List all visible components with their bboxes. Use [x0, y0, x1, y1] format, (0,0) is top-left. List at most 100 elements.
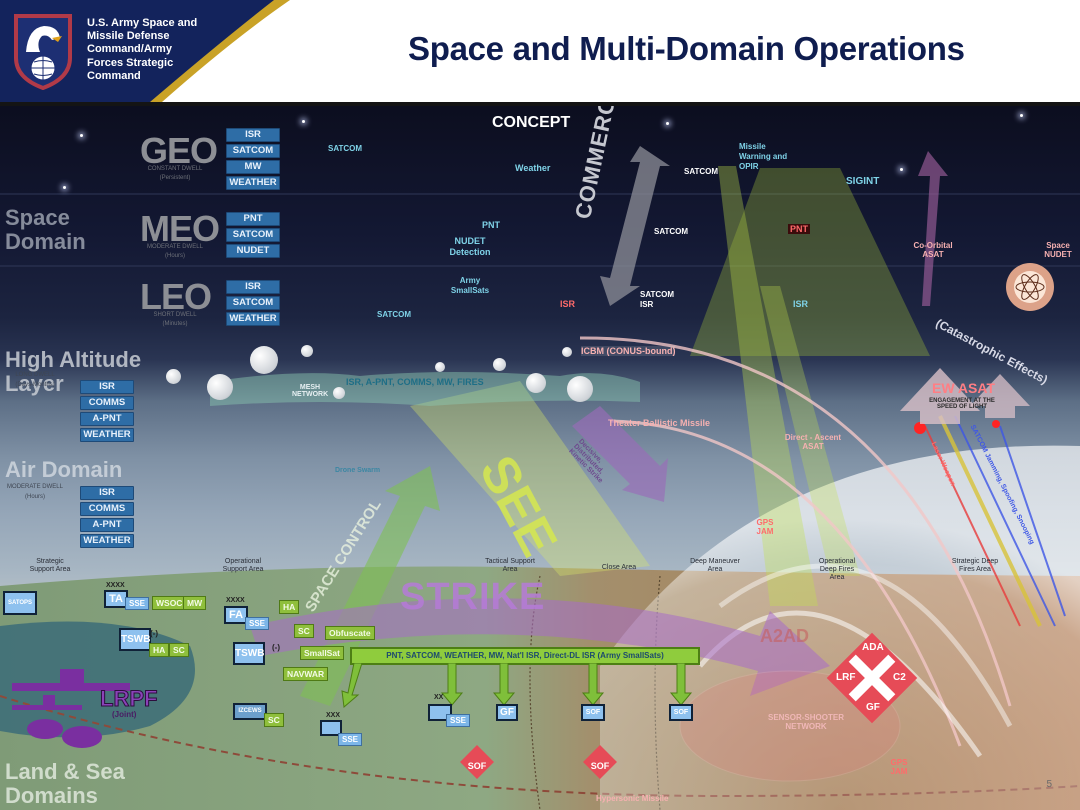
label-theater-ballistic-missile: Theater Ballistic Missile — [608, 418, 711, 428]
support-arrows — [341, 663, 693, 708]
capability-tag: WEATHER — [226, 176, 280, 190]
label-strike: STRIKE — [400, 576, 546, 618]
label-nudet: NUDET Detection — [449, 236, 491, 257]
label-hal-capabilities: ISR, A-PNT, COMMS, MW, FIRES — [346, 377, 484, 387]
label-hypersonic-missile: Hypersonic Missile — [596, 794, 669, 803]
capability-tag: ISR — [80, 486, 134, 500]
orbit-geo-note: (Persistent) — [159, 175, 191, 181]
organization-name: U.S. Army Space and Missile Defense Comm… — [87, 17, 198, 82]
hal-dwell: LONG DWELL — [15, 372, 55, 378]
air-note: (Hours) — [24, 494, 45, 500]
capability-tag: SATCOM — [226, 144, 280, 158]
label-satcom-geo-right: SATCOM — [684, 167, 719, 176]
area-strategic-support: Strategic Support Area — [29, 558, 71, 573]
support-capabilities-bar: PNT, SATCOM, WEATHER, MW, Nat'l ISR, Dir… — [350, 647, 700, 665]
balloon-icon — [301, 345, 313, 357]
tag-obfuscate: Obfuscate — [325, 626, 375, 640]
label-pnt: PNT — [482, 220, 500, 230]
tag-sc: SC — [294, 624, 314, 638]
domain-space: Space Domain — [5, 205, 86, 254]
unit-izcews: IZCEWS — [233, 703, 267, 720]
label-co-orbital-asat: Co-Orbital ASAT — [913, 241, 953, 259]
star-icon — [900, 168, 903, 171]
capability-tag: ISR — [80, 380, 134, 394]
tswb-modifier: (-) — [150, 629, 158, 638]
capability-tag: SATCOM — [226, 228, 280, 242]
capability-tag: MW — [226, 160, 280, 174]
page-number: 5 — [1046, 779, 1052, 790]
label-a2ad: A2AD — [760, 626, 810, 646]
domain-land-sea: Land & Sea Domains — [5, 759, 125, 808]
tag-ha: HA — [279, 600, 300, 614]
orbit-leo-dwell: SHORT DWELL — [153, 312, 197, 318]
leo-capabilities: ISR SATCOM WEATHER — [226, 280, 280, 326]
label-lrpf: LRPF — [99, 686, 158, 712]
tag-smallsat: SmallSat — [300, 646, 344, 660]
balloon-icon — [435, 362, 445, 372]
tag-ha: HA — [149, 643, 170, 657]
eagle-shield-logo-icon — [14, 14, 72, 90]
unit-satops: SATOPS — [3, 591, 37, 615]
tag-sse: SSE — [338, 733, 363, 746]
orbit-geo: GEO — [140, 130, 218, 171]
capability-tag: COMMS — [80, 396, 134, 410]
unit-gf: GF — [496, 704, 518, 721]
label-adversary-pnt: PNT — [788, 224, 810, 234]
label-direct-ascent-asat: Direct - Ascent ASAT — [784, 433, 842, 451]
threat-lrf: LRF — [836, 672, 856, 683]
area-strategic-deep-fires: Strategic Deep Fires Area — [951, 558, 999, 573]
unit-sof: SOF — [669, 704, 693, 721]
geo-capabilities: ISR SATCOM MW WEATHER — [226, 128, 280, 190]
ta-echelon: XXXX — [106, 582, 125, 589]
capability-tag: WEATHER — [226, 312, 280, 326]
capability-tag: NUDET — [226, 244, 280, 258]
star-icon — [80, 134, 83, 137]
unit-corps — [320, 720, 342, 736]
orbit-geo-dwell: CONSTANT DWELL — [147, 166, 203, 172]
tag-mw: MW — [183, 596, 207, 610]
balloon-icon — [166, 369, 181, 384]
tag-sc: SC — [264, 713, 284, 727]
balloon-icon — [493, 358, 506, 371]
balloon-icon — [562, 347, 572, 357]
hal-capabilities: ISR COMMS A-PNT WEATHER — [80, 380, 134, 442]
capability-tag: ISR — [226, 128, 280, 142]
star-icon — [302, 120, 305, 123]
balloon-icon — [250, 346, 278, 374]
capability-tag: SATCOM — [226, 296, 280, 310]
hal-note: (Days-Months) — [15, 382, 55, 388]
balloon-icon — [207, 374, 233, 400]
capability-tag: ISR — [226, 280, 280, 294]
domain-high-altitude: High Altitude Layer — [5, 347, 142, 396]
label-missile-warning: Missile Warning and OPIR — [739, 142, 788, 171]
tag-sc: SC — [169, 643, 189, 657]
label-leo-satcom: SATCOM — [377, 310, 412, 319]
domain-air: Air Domain — [5, 457, 123, 482]
orbit-meo-note: (Hours) — [164, 253, 185, 259]
div-echelon: XX — [434, 694, 444, 701]
capability-tag: WEATHER — [80, 534, 134, 548]
capability-tag: PNT — [226, 212, 280, 226]
tag-sse: SSE — [446, 714, 471, 727]
threat-gf: GF — [866, 702, 880, 713]
area-operational-support: Operational Support Area — [222, 558, 264, 573]
label-sigint: SIGINT — [846, 176, 880, 187]
unit-tswb: TSWB — [119, 628, 151, 651]
balloon-icon — [526, 373, 546, 393]
area-deep-maneuver: Deep Maneuver Area — [690, 558, 740, 573]
corps-echelon: XXX — [326, 712, 341, 719]
slide-header: U.S. Army Space and Missile Defense Comm… — [0, 0, 1080, 106]
label-army-smallsats: Army SmallSats — [450, 276, 490, 295]
label-ew-asat: EW ASAT — [932, 380, 995, 396]
meo-capabilities: PNT SATCOM NUDET — [226, 212, 280, 258]
capability-tag: COMMS — [80, 502, 134, 516]
label-isr-red: ISR — [560, 299, 576, 309]
label-ew-asat-subtitle: ENGAGEMENT AT THE SPEED OF LIGHT — [929, 398, 995, 410]
area-tactical-support: Tactical Support Area — [485, 558, 535, 573]
threat-sof-label: SOF — [467, 761, 487, 771]
label-mesh-network: MESH NETWORK — [292, 384, 329, 398]
threat-c2: C2 — [893, 672, 906, 683]
capability-tag: A-PNT — [80, 518, 134, 532]
concept-diagram: CONCEPT Space Domain High Altitude Layer… — [0, 106, 1080, 810]
slide-title: Space and Multi-Domain Operations — [408, 30, 965, 67]
